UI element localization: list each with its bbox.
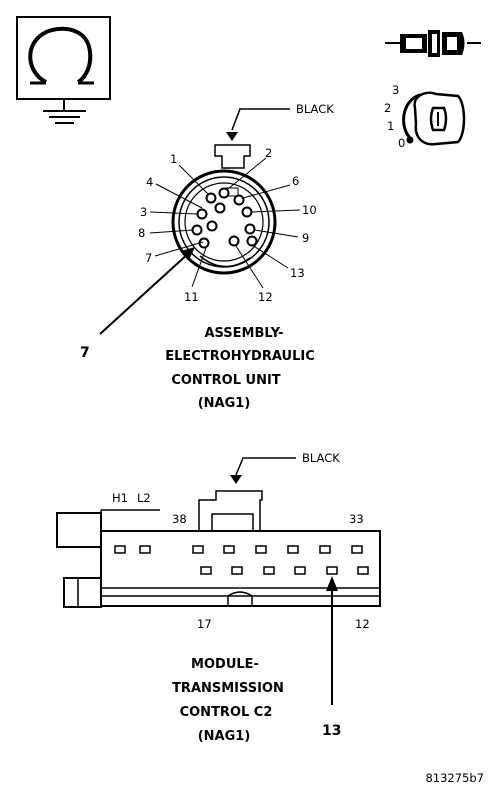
ehcu-pin-8: 8	[138, 226, 145, 240]
tcm-callout-pin: 13	[322, 723, 341, 739]
ehcu-callout-pin: 7	[80, 345, 90, 361]
ehcu-pin-4: 4	[146, 175, 153, 189]
ehcu-pin-7: 7	[145, 251, 152, 265]
ehcu-color-label: BLACK	[296, 102, 334, 116]
ehcu-pin-10: 10	[302, 203, 317, 217]
tcm-title-line-1: MODULE-	[191, 657, 259, 672]
key-position-2: 2	[384, 101, 391, 115]
ehcu-pin-3: 3	[140, 205, 147, 219]
ehcu-pin-13: 13	[290, 266, 305, 280]
key-position-1: 1	[387, 119, 394, 133]
ehcu-pin-11: 11	[184, 290, 199, 304]
ehcu-pins	[191, 187, 258, 249]
tcm-cavity-label-33: 33	[349, 512, 364, 526]
ground-symbol-icon	[16, 16, 111, 124]
tcm-cavity-label-l2: L2	[137, 491, 151, 505]
key-position-0: 0	[398, 136, 405, 150]
figure-id: 813275b7	[425, 771, 484, 785]
key-position-3: 3	[392, 83, 399, 97]
ehcu-pin-12: 12	[258, 290, 273, 304]
tcm-cavities-row-1	[114, 545, 363, 554]
ehcu-title-line-2: ELECTROHYDRAULIC	[165, 349, 315, 364]
ehcu-connector: BLACK	[80, 102, 334, 411]
tcm-title-line-3: CONTROL C2	[180, 705, 273, 720]
tcm-cavity-label-38: 38	[172, 512, 187, 526]
ehcu-title-line-1: ASSEMBLY-	[204, 326, 283, 341]
tcm-title-line-4: (NAG1)	[198, 729, 251, 744]
tcm-cavity-label-h1: H1	[112, 491, 128, 505]
tcm-color-label: BLACK	[302, 451, 340, 465]
ehcu-title-line-4: (NAG1)	[198, 396, 251, 411]
tcm-cavities-row-2	[200, 566, 369, 575]
in-line-connector-icon	[385, 30, 481, 57]
ehcu-pin-1: 1	[170, 152, 177, 166]
ehcu-pin-2: 2	[265, 146, 272, 160]
ignition-key-icon: 3 2 1 0	[384, 83, 466, 150]
ehcu-title-line-3: CONTROL UNIT	[171, 373, 280, 388]
tcm-cavity-label-12: 12	[355, 617, 370, 631]
tcm-connector: BLACK	[56, 451, 381, 744]
tcm-cavity-label-17: 17	[197, 617, 212, 631]
tcm-title-line-2: TRANSMISSION	[172, 681, 284, 696]
ehcu-pin-9: 9	[302, 231, 309, 245]
ehcu-pin-6: 6	[292, 174, 299, 188]
